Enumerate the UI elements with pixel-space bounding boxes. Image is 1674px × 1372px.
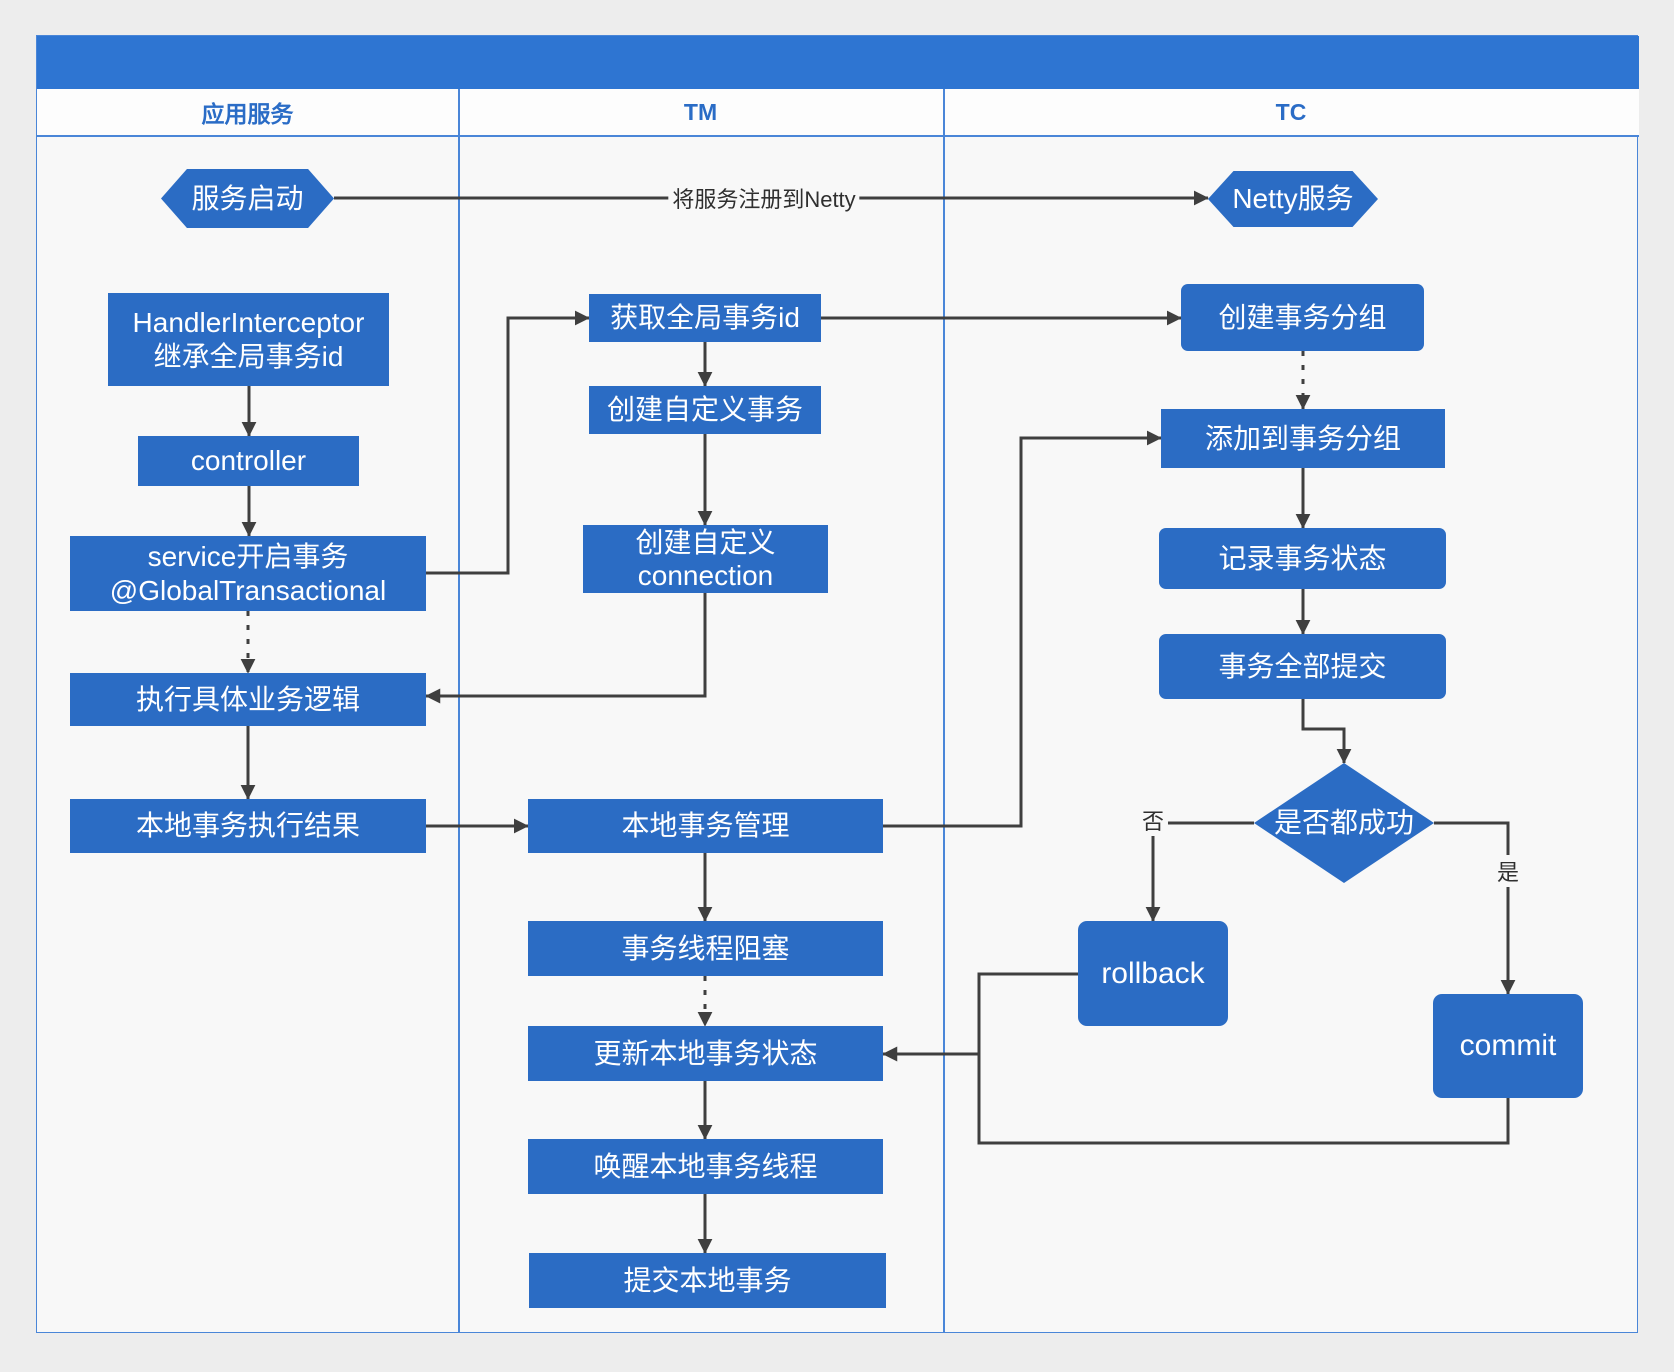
node-update-local-tx-state: 更新本地事务状态: [528, 1026, 883, 1081]
title-bar: [37, 36, 1639, 89]
lane-header-tm: TM: [683, 98, 718, 125]
lane-divider-2: [943, 89, 945, 1332]
swimlane-header-row: 应用服务 TM TC: [37, 89, 1639, 137]
node-record-tx-state: 记录事务状态: [1159, 528, 1446, 589]
node-commit: commit: [1433, 994, 1583, 1098]
node-execute-business: 执行具体业务逻辑: [70, 673, 426, 726]
connector-service-to-getid: [426, 310, 590, 575]
edge-label-no: 否: [1137, 804, 1169, 836]
node-netty-service: Netty服务: [1208, 171, 1378, 227]
lane-divider-1: [458, 89, 460, 1332]
node-controller: controller: [138, 436, 359, 486]
node-local-tx-mgmt: 本地事务管理: [528, 799, 883, 853]
lane-header-app: 应用服务: [201, 101, 294, 127]
connector-allcommit-to-decision: [1301, 699, 1352, 764]
node-commit-local-tx: 提交本地事务: [529, 1253, 886, 1308]
node-all-success-decision: 是否都成功: [1254, 763, 1434, 883]
node-get-global-txid: 获取全局事务id: [589, 294, 821, 342]
node-create-custom-tx: 创建自定义事务: [589, 386, 821, 434]
node-create-custom-connection: 创建自定义 connection: [583, 525, 828, 593]
lane-header-tc: TC: [1275, 98, 1307, 125]
node-wake-local-tx-thread: 唤醒本地事务线程: [528, 1139, 883, 1194]
node-service-start: 服务启动: [161, 169, 334, 228]
node-rollback: rollback: [1078, 921, 1228, 1026]
edge-label-register-to-netty: 将服务注册到Netty: [668, 182, 860, 214]
node-create-tx-group: 创建事务分组: [1181, 284, 1424, 351]
connector-localmgmt-to-addgroup: [883, 430, 1162, 828]
node-tx-all-commit: 事务全部提交: [1159, 634, 1446, 699]
node-tx-thread-block: 事务线程阻塞: [528, 921, 883, 976]
edge-label-yes: 是: [1492, 855, 1524, 887]
connector-createconn-to-execute: [425, 593, 707, 704]
flowchart-card: 应用服务 TM TC: [36, 35, 1639, 1333]
node-local-tx-result: 本地事务执行结果: [70, 799, 426, 853]
node-handler-interceptor: HandlerInterceptor 继承全局事务id: [108, 293, 389, 386]
connector-decision-yes-to-commit: [1434, 821, 1516, 995]
connector-decision-no-to-rollback: [1145, 821, 1254, 922]
connector-rollback-commit-return: [977, 972, 1510, 1145]
node-service-global-transactional: service开启事务 @GlobalTransactional: [70, 536, 426, 611]
node-add-to-tx-group: 添加到事务分组: [1161, 409, 1445, 468]
